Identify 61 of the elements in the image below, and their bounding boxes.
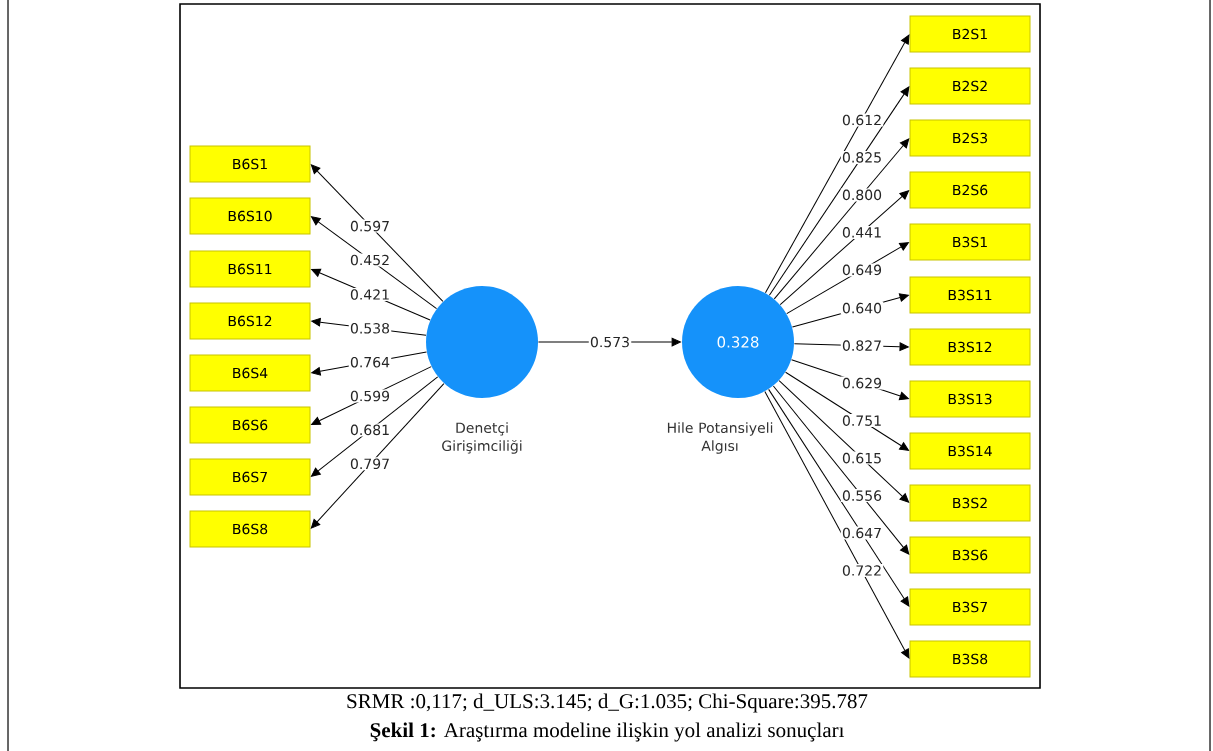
indicator-box: B3S7 xyxy=(909,588,1031,626)
indicator-box: B3S6 xyxy=(909,536,1031,574)
edge-label: 0.441 xyxy=(840,225,884,239)
arrow xyxy=(773,138,910,300)
edge-label: 0.421 xyxy=(348,288,392,301)
indicator-box: B3S2 xyxy=(909,484,1031,522)
edge-label: 0.599 xyxy=(348,389,392,403)
edge-label: 0.764 xyxy=(348,355,392,369)
edge-label: 0.538 xyxy=(348,321,392,335)
edge-label: 0.649 xyxy=(840,263,884,277)
arrow xyxy=(310,376,439,477)
construct-label: Hile Potansiyeli Algısı xyxy=(667,422,773,454)
arrow xyxy=(310,383,445,529)
indicator-box: B3S14 xyxy=(909,432,1031,470)
indicator-box: B3S12 xyxy=(909,328,1031,366)
indicator-box: B6S7 xyxy=(189,458,311,496)
edge-label: 0.797 xyxy=(348,457,392,471)
indicator-box: B2S6 xyxy=(909,171,1031,209)
arrow xyxy=(779,190,910,306)
indicator-box: B6S6 xyxy=(189,406,311,444)
edge-label: 0.825 xyxy=(840,150,884,164)
indicator-box: B6S8 xyxy=(189,510,311,548)
edge-label: 0.800 xyxy=(840,188,884,202)
edge-label: 0.722 xyxy=(840,564,884,577)
indicator-box: B3S8 xyxy=(909,640,1031,678)
arrow xyxy=(764,391,910,659)
indicator-box: B2S1 xyxy=(909,15,1031,53)
indicator-box: B6S10 xyxy=(189,197,311,235)
edge-label: 0.452 xyxy=(348,253,392,267)
edge-label: 0.751 xyxy=(840,414,884,428)
indicator-box: B6S12 xyxy=(189,302,311,340)
arrow xyxy=(768,86,910,296)
arrow xyxy=(768,388,910,607)
indicator-box: B3S11 xyxy=(909,276,1031,314)
arrow xyxy=(310,164,444,302)
edge-label: 0.629 xyxy=(840,376,884,390)
indicator-box: B2S3 xyxy=(909,119,1031,157)
edge-label: 0.640 xyxy=(840,301,884,315)
indicator-box: B3S13 xyxy=(909,380,1031,418)
edge-label: 0.827 xyxy=(840,339,884,353)
arrow xyxy=(786,242,909,315)
edge-label: 0.615 xyxy=(840,451,884,465)
arrow xyxy=(778,380,910,503)
edge-label: 0.573 xyxy=(588,335,632,349)
edge-label: 0.681 xyxy=(348,423,392,437)
indicator-box: B3S1 xyxy=(909,223,1031,261)
figure-caption: Şekil 1: Araştırma modeline ilişkin yol analizi sonuçları xyxy=(370,722,845,742)
edge-label: 0.556 xyxy=(840,489,884,503)
edge-label: 0.647 xyxy=(840,526,884,540)
indicator-box: B2S2 xyxy=(909,67,1031,105)
arrow xyxy=(772,385,910,555)
arrow xyxy=(785,371,909,451)
edge-label: 0.597 xyxy=(348,219,392,233)
arrow xyxy=(764,34,910,294)
indicator-box: B6S4 xyxy=(189,354,311,392)
indicator-box: B6S11 xyxy=(189,250,311,288)
indicator-box: B6S1 xyxy=(189,145,311,183)
fit-indices-note: SRMR :0,117; d_ULS:3.145; d_G:1.035; Chi-Square:395.787 xyxy=(347,693,868,713)
construct-label: Denetçi Girişimciliği xyxy=(442,422,522,454)
edge-label: 0.612 xyxy=(840,113,884,127)
arrow xyxy=(311,216,438,310)
